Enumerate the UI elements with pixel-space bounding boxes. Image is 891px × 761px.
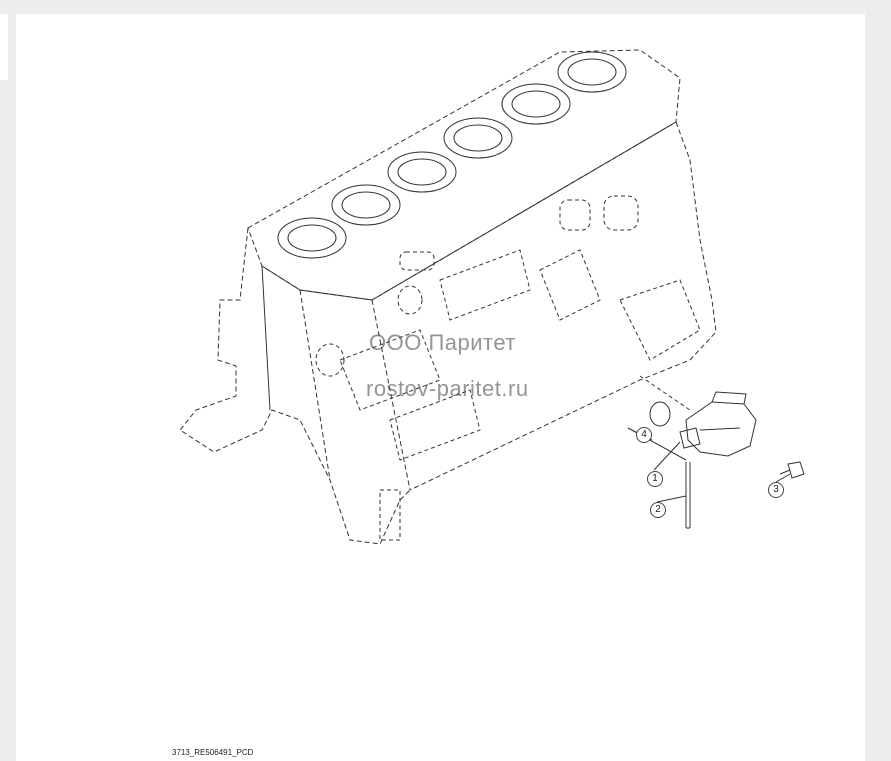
- o-ring-part: [649, 401, 671, 427]
- callout-3: 3: [768, 482, 784, 498]
- block-details: [315, 195, 701, 541]
- push-rod-part: [685, 462, 691, 529]
- cylinder-bores: [277, 51, 627, 259]
- drawing-id-caption: 3713_RE506491_PCD: [172, 748, 254, 757]
- left-panel-edge: [0, 14, 8, 80]
- watermark-url: rostov-paritet.ru: [366, 376, 529, 401]
- bolt-part: [779, 461, 805, 479]
- assembly-leader-line: [639, 375, 691, 411]
- block-right-face: [409, 121, 717, 491]
- callout-4: 4: [636, 427, 652, 443]
- callout-1: 1: [647, 471, 663, 487]
- block-left-face: [179, 227, 411, 545]
- diagram-canvas: [16, 14, 865, 761]
- callout-2: 2: [650, 502, 666, 518]
- block-top-deck: [247, 49, 681, 301]
- watermark-company: ООО Паритет: [369, 330, 516, 355]
- fuel-pump-part: [679, 391, 757, 457]
